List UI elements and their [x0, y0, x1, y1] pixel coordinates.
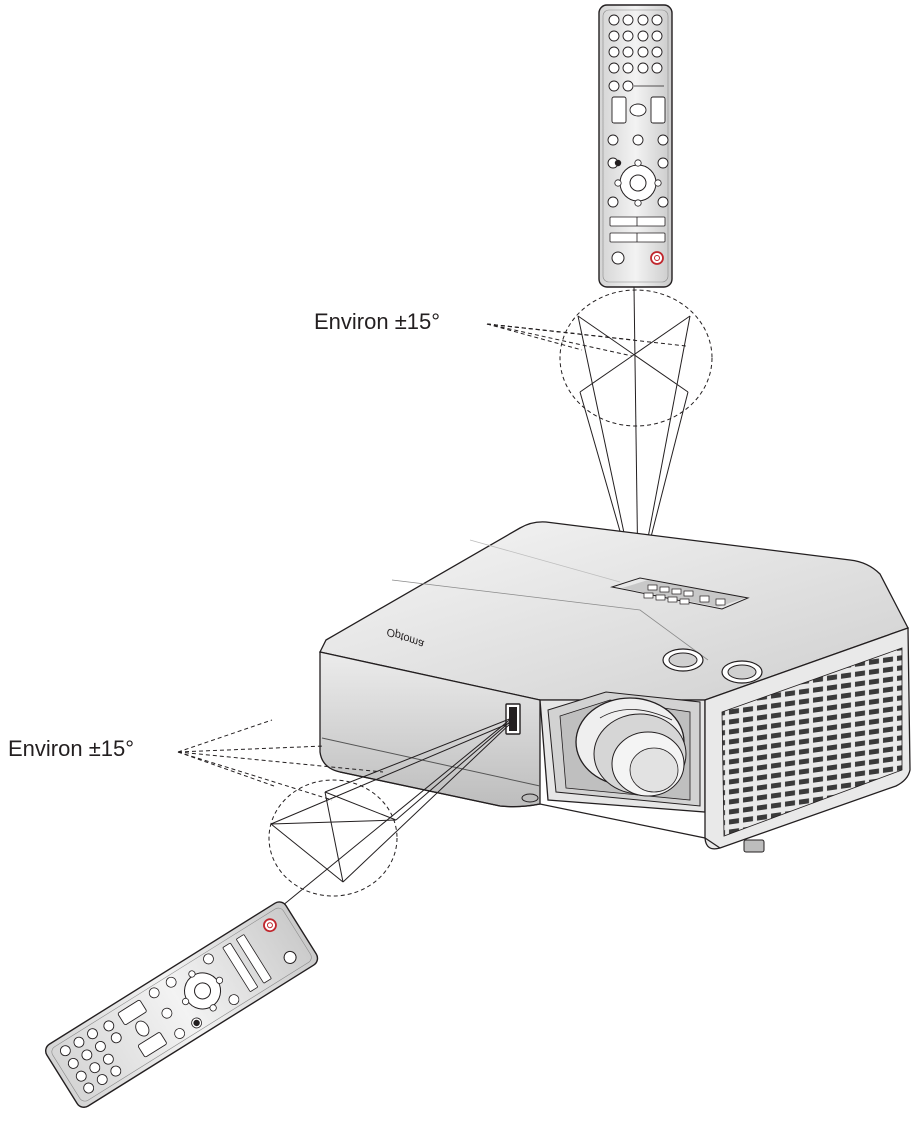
lens [575, 697, 687, 797]
ir-sensor-icon [505, 703, 521, 735]
adjustment-knobs [662, 648, 763, 684]
bottom-ir-cone [177, 717, 513, 907]
bottom-angle-label: Environ ±15° [8, 736, 135, 761]
top-remote-icon [598, 4, 673, 288]
bottom-remote-icon [45, 901, 319, 1108]
top-angle-label: Environ ±15° [314, 309, 441, 334]
control-panel [610, 577, 750, 610]
projector-icon: Optoma [319, 521, 911, 853]
